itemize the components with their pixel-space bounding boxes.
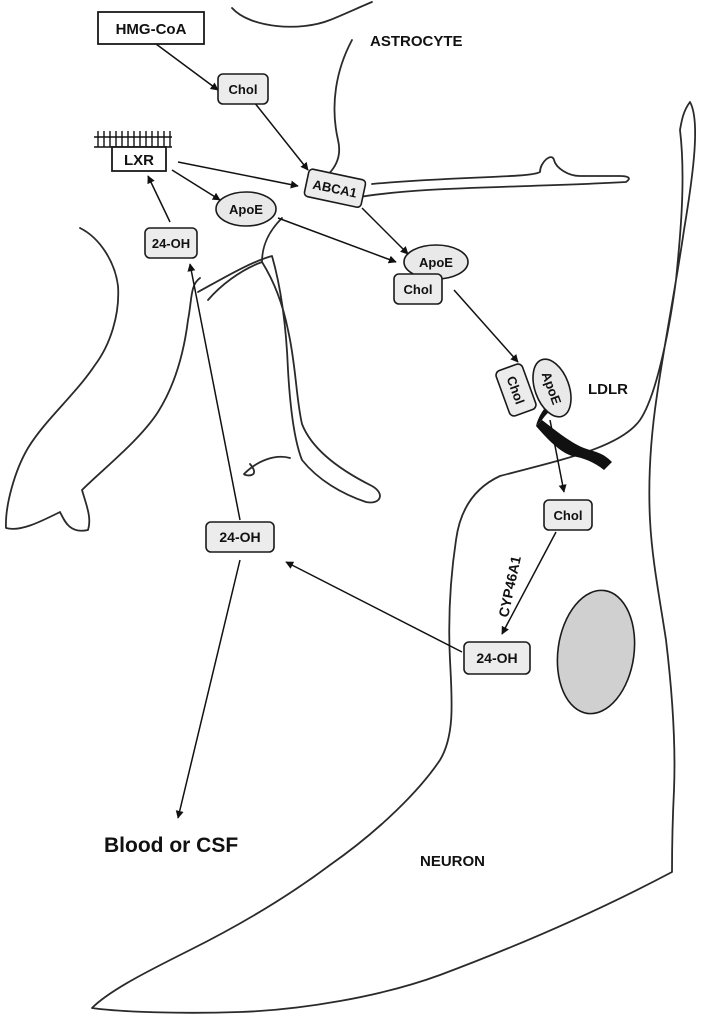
node-hmg-coa: HMG-CoA	[98, 12, 204, 44]
node-lxr: LXR	[94, 131, 172, 171]
node-lipoprotein: ApoE Chol	[394, 245, 468, 304]
node-abca1: ABCA1	[304, 168, 367, 207]
dna-icon	[94, 131, 172, 147]
astrocyte-outline	[6, 2, 629, 531]
24oh-mid-label: 24-OH	[219, 529, 260, 545]
24oh-neuron-label: 24-OH	[476, 650, 517, 666]
node-chol-astrocyte: Chol	[218, 74, 268, 104]
chol-lipo-label: Chol	[404, 282, 433, 297]
nucleus	[550, 585, 643, 718]
astrocyte-label: ASTROCYTE	[370, 33, 463, 50]
blood-csf-label: Blood or CSF	[104, 834, 238, 857]
apoe-label: ApoE	[229, 202, 263, 217]
neuron-label: NEURON	[420, 853, 485, 870]
node-apoe-astrocyte: ApoE	[216, 192, 276, 226]
node-24oh-neuron: 24-OH	[464, 642, 530, 674]
node-chol-neuron: Chol	[544, 500, 592, 530]
node-bound-complex: Chol ApoE	[495, 354, 579, 422]
lxr-label: LXR	[124, 152, 154, 169]
node-24oh-mid: 24-OH	[206, 522, 274, 552]
chol-neuron-label: Chol	[554, 508, 583, 523]
node-24oh-astrocyte: 24-OH	[145, 228, 197, 258]
arrows	[148, 41, 564, 818]
ldlr-label: LDLR	[588, 381, 628, 398]
cyp46a1-label: CYP46A1	[495, 554, 524, 618]
24oh-label: 24-OH	[152, 236, 190, 251]
apoe-lipo-label: ApoE	[419, 255, 453, 270]
chol-label: Chol	[229, 82, 258, 97]
hmg-coa-label: HMG-CoA	[116, 21, 187, 38]
